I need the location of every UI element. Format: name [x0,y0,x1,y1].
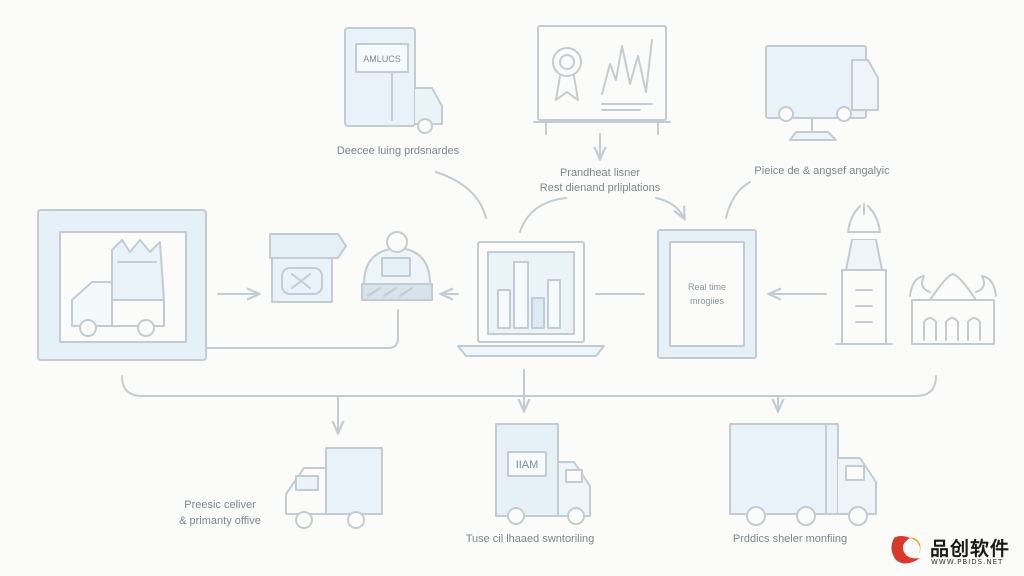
label-top-right: Pieice de & angsef angalyic [754,165,890,177]
real-time-monitor-icon [657,229,757,359]
label-top-center-2: Rest dienand prliplations [539,182,661,194]
monitoring-truck-icon [495,423,591,525]
label-bottom-center: Tuse cil lhaaed swntoriling [465,533,595,545]
processing-machine-icon [269,233,347,303]
watermark-url: WWW.PBIDS.NET [931,558,1004,566]
tower-building-icon [835,203,893,345]
warehouse-box-icon [344,27,443,134]
label-top-left: Deecee luing prdsnardes [336,145,460,157]
truck-sign: IIAM [516,459,539,471]
cargo-truck-icon [729,423,877,526]
market-building-icon [909,273,997,345]
analytics-board-icon [533,25,671,158]
label-bottom-right: Prddics sheler monfiing [732,533,848,545]
label-monitor-2: mrogiies [689,296,724,306]
truck-monitor-icon [765,45,879,141]
delivery-truck-icon [285,447,383,529]
production-worker-icon [361,231,433,301]
warehouse-frame-icon [37,209,207,361]
dashboard-laptop-icon [457,241,605,357]
label-top-center-1: Prandheat lisner [559,167,641,179]
watermark-brand: 品创软件 [930,538,1011,560]
label-bottom-left-2: & primanty offive [179,515,261,527]
watermark-logo-icon [891,536,921,564]
warehouse-sign: AMLUCS [363,54,401,64]
label-monitor-1: Real time [687,282,726,292]
label-bottom-left-1: Preesic celiver [184,499,256,511]
